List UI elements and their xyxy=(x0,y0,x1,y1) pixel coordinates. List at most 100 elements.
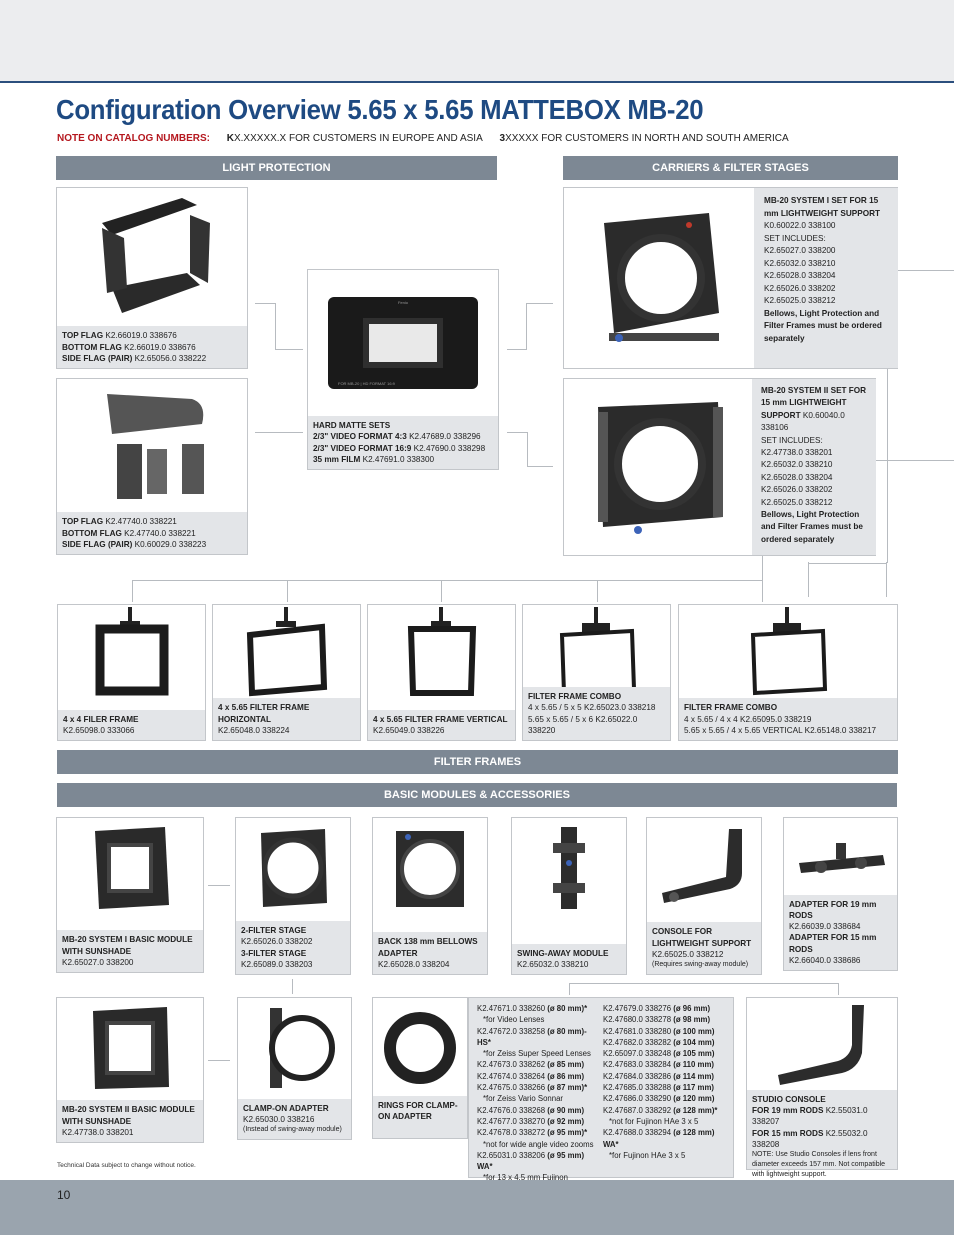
carriers-header: CARRIERS & FILTER STAGES xyxy=(563,156,898,180)
ring-entry: K2.47676.0 338268 (ø 90 mm) xyxy=(477,1105,585,1115)
rings-table: K2.47671.0 338260 (ø 80 mm)**for Video L… xyxy=(468,997,734,1194)
module-caption: MB-20 SYSTEM II BASIC MODULE WITH SUNSHA… xyxy=(57,1100,203,1142)
system-1-card: MB-20 SYSTEM I SET FOR 15 mm LIGHTWEIGHT… xyxy=(563,187,898,369)
ring-note: *for Zeiss Vario Sonnar xyxy=(483,1094,564,1104)
ring-note: *for Zeiss Super Speed Lenses xyxy=(483,1049,591,1059)
connector xyxy=(208,885,230,886)
filter-stage-icon xyxy=(261,829,327,907)
ring-entry: K2.47688.0 338294 (ø 128 mm) WA* xyxy=(603,1128,715,1149)
flags-2-icon xyxy=(107,394,204,499)
frame-combo-1-image xyxy=(523,605,670,699)
disclaimer: Technical Data subject to change without… xyxy=(57,1162,196,1169)
ring-entry: K2.47687.0 338292 (ø 128 mm)* xyxy=(603,1105,718,1115)
connector xyxy=(287,580,288,602)
ring-note: *for 13 x 4.5 mm Fujinon xyxy=(483,1173,568,1183)
connector xyxy=(887,270,888,563)
clamp-on-adapter-icon xyxy=(268,1008,335,1088)
filter-frames-header: FILTER FRAMES xyxy=(57,750,898,774)
mattebox-2-icon xyxy=(598,402,723,534)
connector xyxy=(762,556,763,580)
ring-entry: K2.47684.0 338286 (ø 114 mm) xyxy=(603,1071,714,1081)
flags-2-image xyxy=(57,379,247,509)
flags-caption-2: TOP FLAG K2.47740.0 338221 BOTTOM FLAG K… xyxy=(57,512,247,554)
n-prefix: 3 xyxy=(499,133,506,144)
ring-note: *not for Fujinon HAe 3 x 5 xyxy=(609,1116,699,1126)
connector xyxy=(569,983,839,995)
connector xyxy=(132,580,762,602)
ring-icon xyxy=(384,1012,456,1084)
module-image xyxy=(57,998,203,1098)
system-2-card: MB-20 SYSTEM II SET FOR 15 mm LIGHTWEIGH… xyxy=(563,378,876,556)
connector xyxy=(808,562,887,597)
studio-console-icon xyxy=(778,1005,864,1085)
frame-4x4-image xyxy=(58,605,205,699)
ring-entry: K2.47673.0 338262 (ø 85 mm) xyxy=(477,1060,585,1070)
n-text: XXXXX FOR CUSTOMERS IN NORTH AND SOUTH A… xyxy=(505,133,789,144)
module-caption: MB-20 SYSTEM I BASIC MODULE WITH SUNSHAD… xyxy=(57,930,203,972)
k-prefix: K xyxy=(226,133,234,144)
system-1-image xyxy=(564,188,754,368)
ring-entry: K2.47672.0 338258 (ø 80 mm)-HS* xyxy=(477,1026,587,1047)
module-caption: RINGS FOR CLAMP-ON ADAPTER xyxy=(373,1096,467,1138)
hard-matte-card: Fenio FOR MB-20 | HD FORMAT 16:9 HARD MA… xyxy=(307,269,499,470)
filter-frame-icon xyxy=(246,607,327,697)
matte-plate-icon: Fenio FOR MB-20 | HD FORMAT 16:9 xyxy=(328,297,478,389)
flags-card-1: TOP FLAG K2.66019.0 338676 BOTTOM FLAG K… xyxy=(56,187,248,369)
connector xyxy=(876,460,954,461)
rings-column-2: K2.47679.0 338276 (ø 96 mm)K2.47680.0 33… xyxy=(603,1003,725,1172)
swing-away-icon xyxy=(553,827,585,909)
ring-entry: K2.47675.0 338266 (ø 87 mm)* xyxy=(477,1083,588,1093)
connector xyxy=(275,303,303,350)
connector xyxy=(527,303,553,304)
filter-frame-icon xyxy=(407,607,476,696)
flags-icon xyxy=(102,198,210,313)
studio-console-card: STUDIO CONSOLE FOR 19 mm RODS K2.55031.0… xyxy=(746,997,898,1178)
mattebox-icon xyxy=(604,213,719,342)
flags-image xyxy=(57,188,247,323)
system-1-caption: MB-20 SYSTEM I SET FOR 15 mm LIGHTWEIGHT… xyxy=(754,188,898,368)
console-icon xyxy=(662,829,742,903)
ring-note: *for Fujinon HAe 3 x 5 xyxy=(609,1150,686,1160)
flags-caption-1: TOP FLAG K2.66019.0 338676 BOTTOM FLAG K… xyxy=(57,326,247,368)
mattebox-module-icon xyxy=(95,827,169,909)
bellows-adapter-icon xyxy=(396,831,464,907)
connector xyxy=(255,432,303,433)
connector xyxy=(292,979,293,994)
studio-console-caption: STUDIO CONSOLE FOR 19 mm RODS K2.55031.0… xyxy=(747,1090,897,1178)
connector xyxy=(808,563,887,564)
page-number: 10 xyxy=(57,1188,71,1202)
module-image xyxy=(647,818,761,918)
note-label: NOTE ON CATALOG NUMBERS: xyxy=(57,133,210,144)
module-image xyxy=(373,818,487,918)
module-card-system-1: MB-20 SYSTEM I BASIC MODULE WITH SUNSHAD… xyxy=(56,817,204,973)
connector xyxy=(898,270,954,271)
ring-entry: K2.47681.0 338280 (ø 100 mm) xyxy=(603,1026,715,1036)
ring-entry: K2.47682.0 338282 (ø 104 mm) xyxy=(603,1037,715,1047)
module-image xyxy=(784,818,897,908)
catalog-note: NOTE ON CATALOG NUMBERS: KX.XXXXX.X FOR … xyxy=(57,133,789,144)
ring-entry: K2.47677.0 338270 (ø 92 mm) xyxy=(477,1116,585,1126)
frame-vertical-image xyxy=(368,605,515,699)
top-band xyxy=(0,0,954,83)
ring-entry: K2.47686.0 338290 (ø 120 mm) xyxy=(603,1094,715,1104)
module-image xyxy=(512,818,626,918)
hard-matte-caption: HARD MATTE SETS 2/3" VIDEO FORMAT 4:3 K2… xyxy=(308,416,498,469)
filter-frame-icon xyxy=(95,607,168,696)
system-2-image xyxy=(564,379,752,555)
module-image xyxy=(238,998,351,1096)
connector xyxy=(597,580,598,602)
rings-column-1: K2.47671.0 338260 (ø 80 mm)**for Video L… xyxy=(477,1003,599,1194)
ring-entry: K2.47680.0 338278 (ø 98 mm) xyxy=(603,1015,711,1025)
system-2-caption: MB-20 SYSTEM II SET FOR 15 mm LIGHTWEIGH… xyxy=(752,379,876,555)
